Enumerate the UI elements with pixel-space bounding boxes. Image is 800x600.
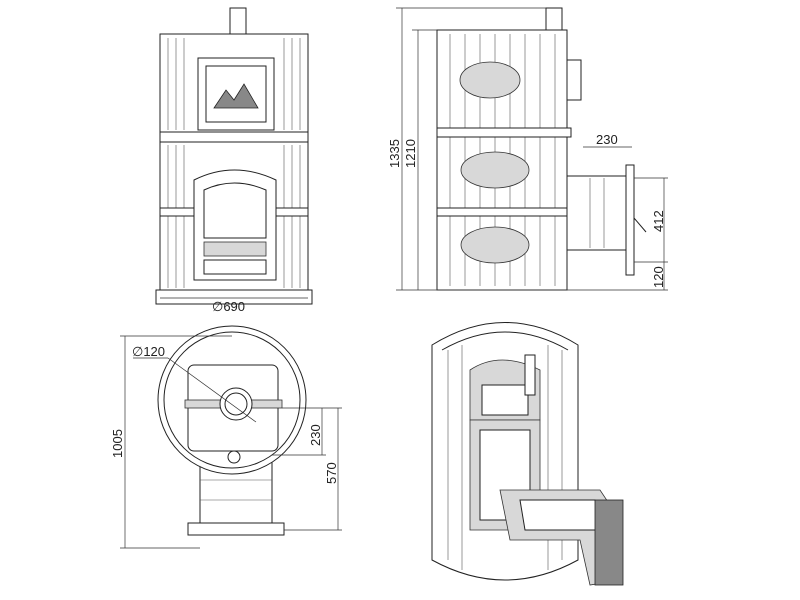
leaf-ornament: [459, 61, 521, 99]
dim-front-diameter: ∅690: [212, 299, 245, 314]
stone-door: [197, 57, 275, 131]
leaf-ornament: [460, 151, 530, 189]
mountain-emblem-icon: [213, 83, 259, 109]
firebox-door: [193, 169, 277, 281]
door-glass: [203, 182, 267, 239]
dim-flue-offset: 230: [308, 424, 323, 446]
top-view: ∅120 1005 230 570: [110, 325, 342, 549]
dim-body-height: 1210: [403, 139, 418, 168]
dim-door-height: 412: [651, 210, 666, 232]
dim-flue-diameter: ∅120: [132, 344, 165, 359]
dim-extension-depth: 230: [596, 132, 618, 147]
base: [155, 289, 313, 305]
grate: [481, 384, 529, 416]
leaf-ornament: [460, 226, 530, 264]
door-frame: [594, 499, 624, 586]
dim-door-offset: 120: [651, 266, 666, 288]
cutaway-view: [431, 322, 624, 586]
door-flange: [625, 164, 635, 276]
firebox-extension: [566, 175, 630, 251]
chimney-pipe: [545, 7, 563, 31]
front-view: ∅690: [155, 7, 313, 314]
dim-total-depth: 1005: [110, 429, 125, 458]
door-plate: [187, 522, 285, 536]
dim-total-height: 1335: [387, 139, 402, 168]
side-view: 1335 1210 230 412 120: [387, 7, 668, 291]
dim-firebox-length: 570: [324, 462, 339, 484]
chimney-pipe: [229, 7, 247, 35]
